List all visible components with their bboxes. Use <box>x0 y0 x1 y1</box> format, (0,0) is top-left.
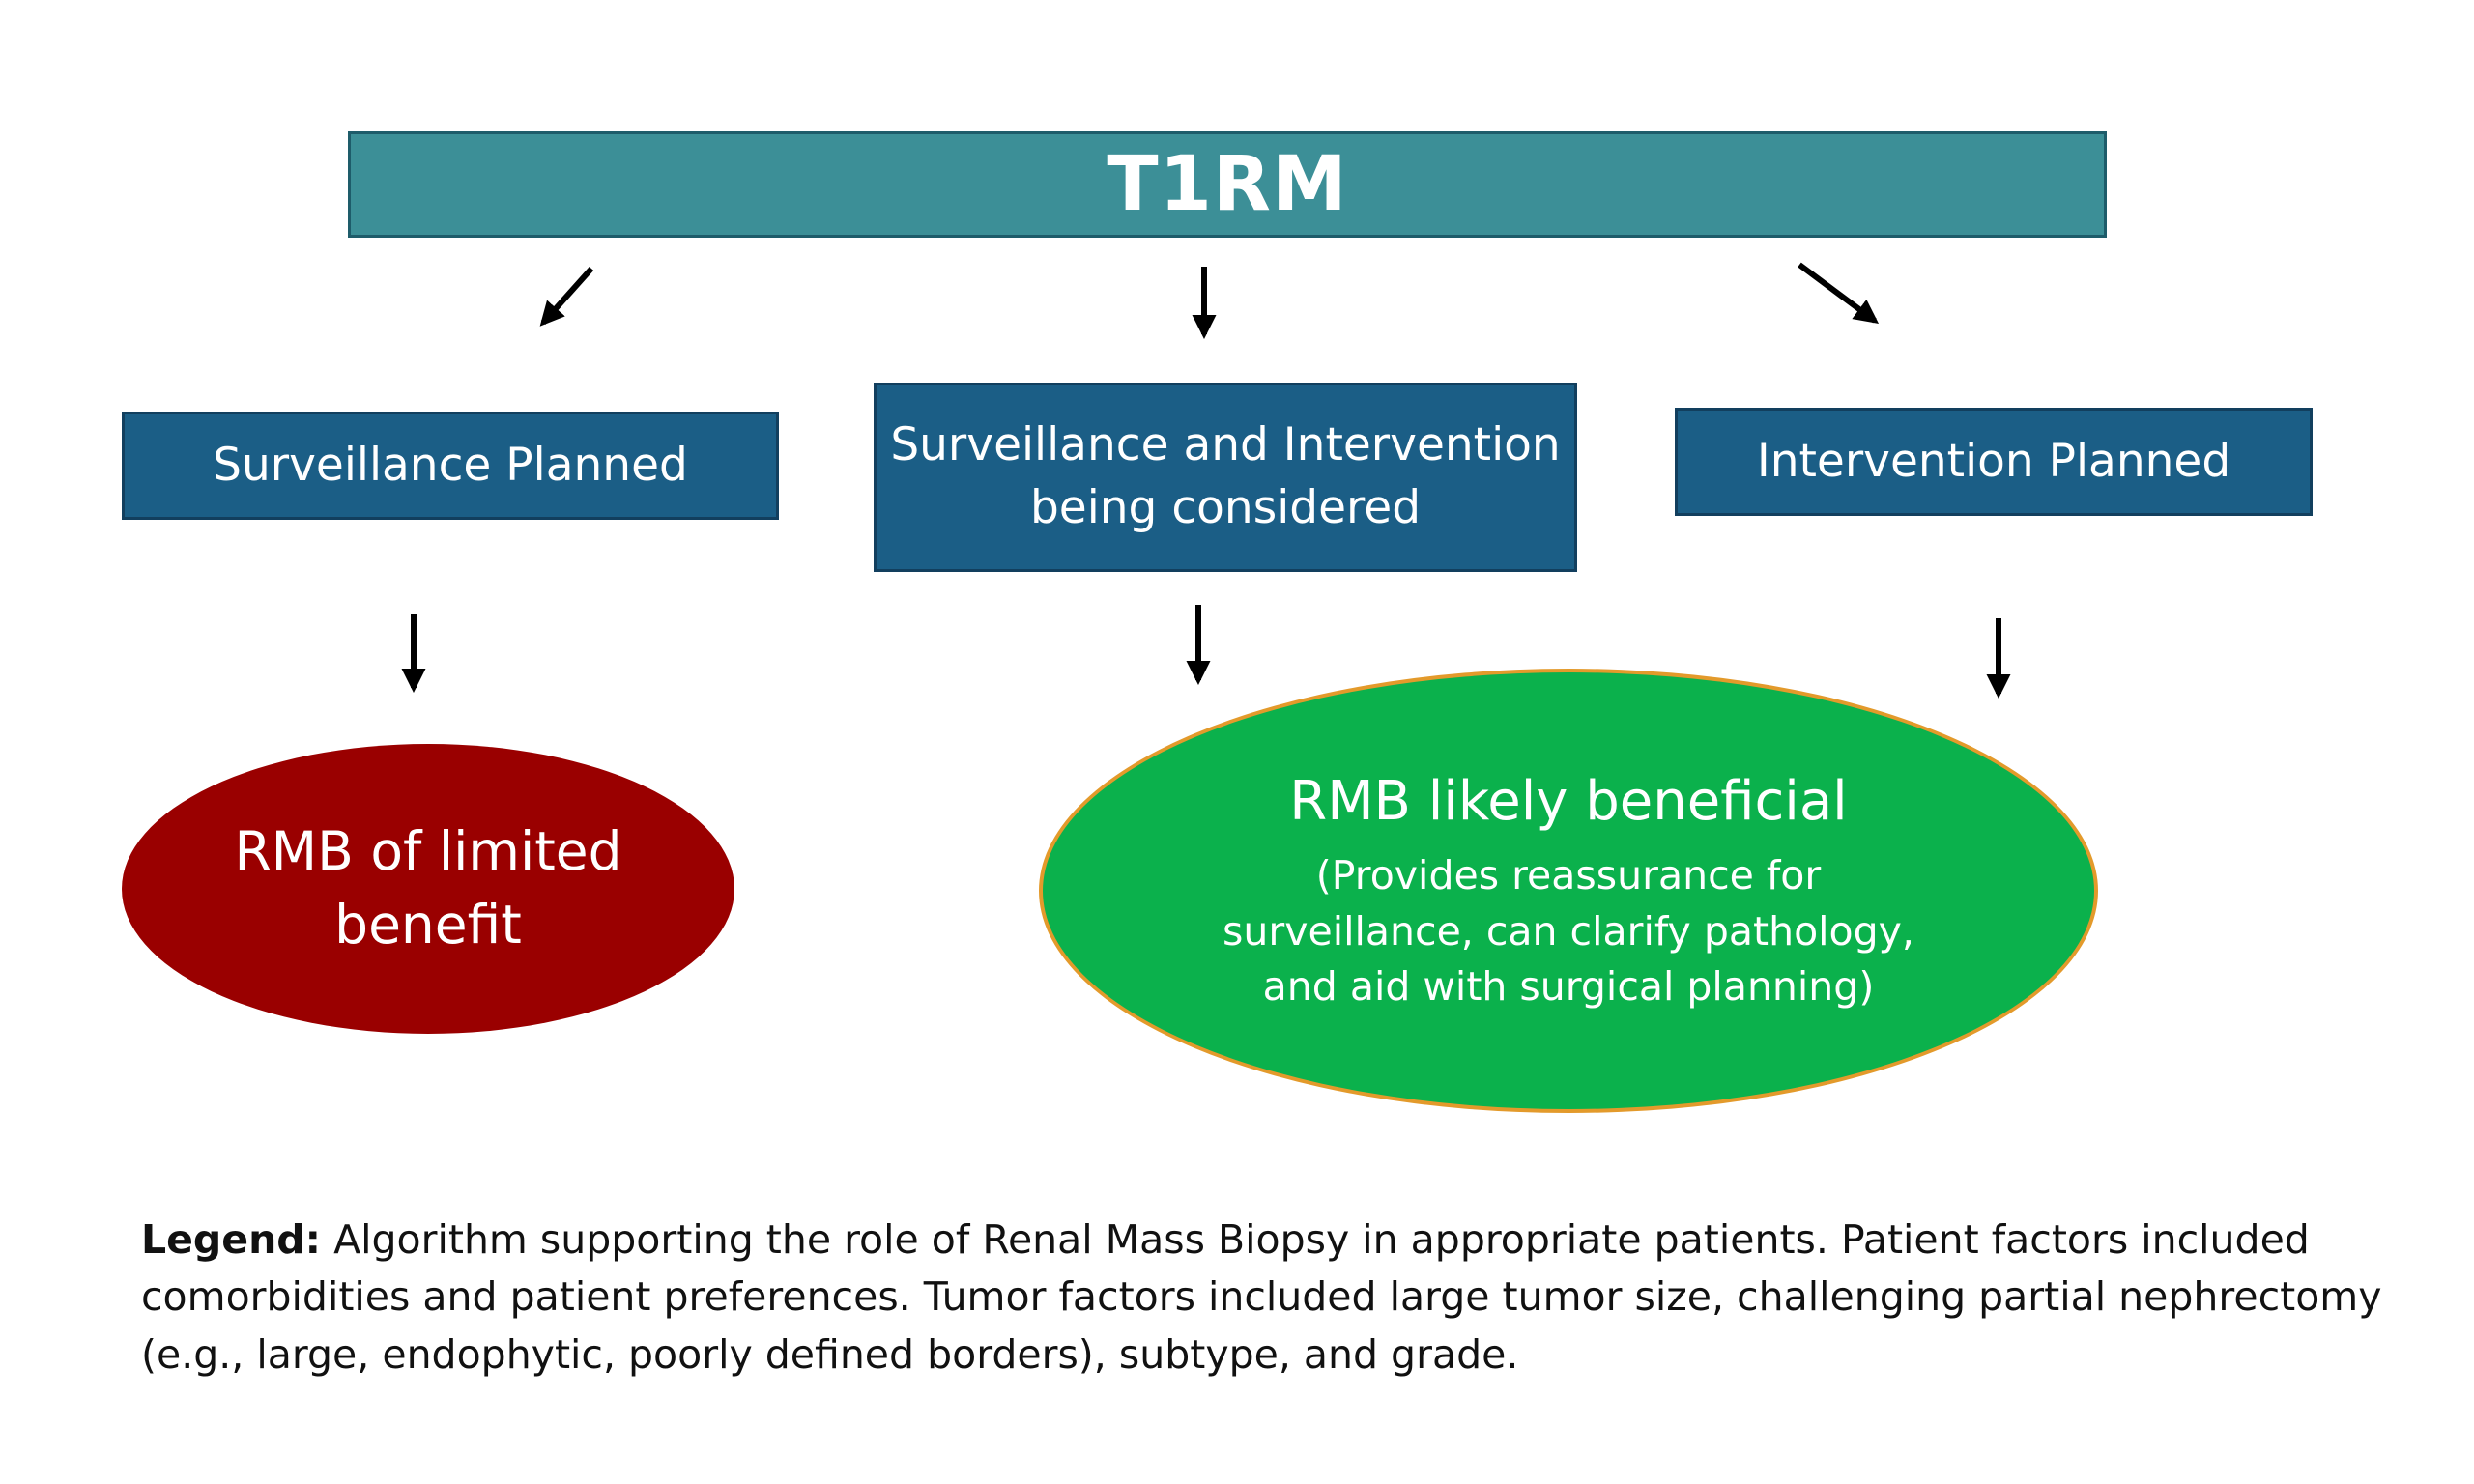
branch-surveillance-and-intervention: Surveillance and Intervention being cons… <box>874 383 1577 572</box>
branch-surveillance-label: Surveillance Planned <box>213 438 688 492</box>
outcome-beneficial-sub-3: and aid with surgical planning) <box>1262 963 1875 1011</box>
root-node-t1rm: T1RM <box>348 131 2107 238</box>
outcome-limited-line-1: RMB of limited <box>234 820 622 883</box>
branch-considered-line-1: Surveillance and Intervention <box>890 418 1561 472</box>
outcome-beneficial-sub-1: (Provides reassurance for <box>1315 852 1822 899</box>
arrow-root-to-surveillance <box>539 267 594 327</box>
legend-label: Legend: <box>141 1216 322 1263</box>
branch-intervention-label: Intervention Planned <box>1756 434 2231 488</box>
legend-caption: Legend: Algorithm supporting the role of… <box>141 1212 2402 1384</box>
outcome-rmb-likely-beneficial: RMB likely beneficial (Provides reassura… <box>1039 669 2098 1113</box>
arrow-root-to-intervention <box>1798 262 1880 325</box>
outcome-beneficial-title: RMB likely beneficial <box>1289 769 1848 833</box>
outcome-beneficial-sub-2: surveillance, can clarify pathology, <box>1223 907 1914 955</box>
outcome-limited-line-2: benefit <box>334 894 522 956</box>
root-label: T1RM <box>1107 141 1348 228</box>
branch-considered-line-2: being considered <box>1029 481 1422 534</box>
branch-surveillance-planned: Surveillance Planned <box>122 412 779 520</box>
outcome-rmb-limited-benefit: RMB of limited benefit <box>122 744 734 1034</box>
branch-intervention-planned: Intervention Planned <box>1675 408 2313 516</box>
legend-text: Algorithm supporting the role of Renal M… <box>141 1216 2382 1378</box>
